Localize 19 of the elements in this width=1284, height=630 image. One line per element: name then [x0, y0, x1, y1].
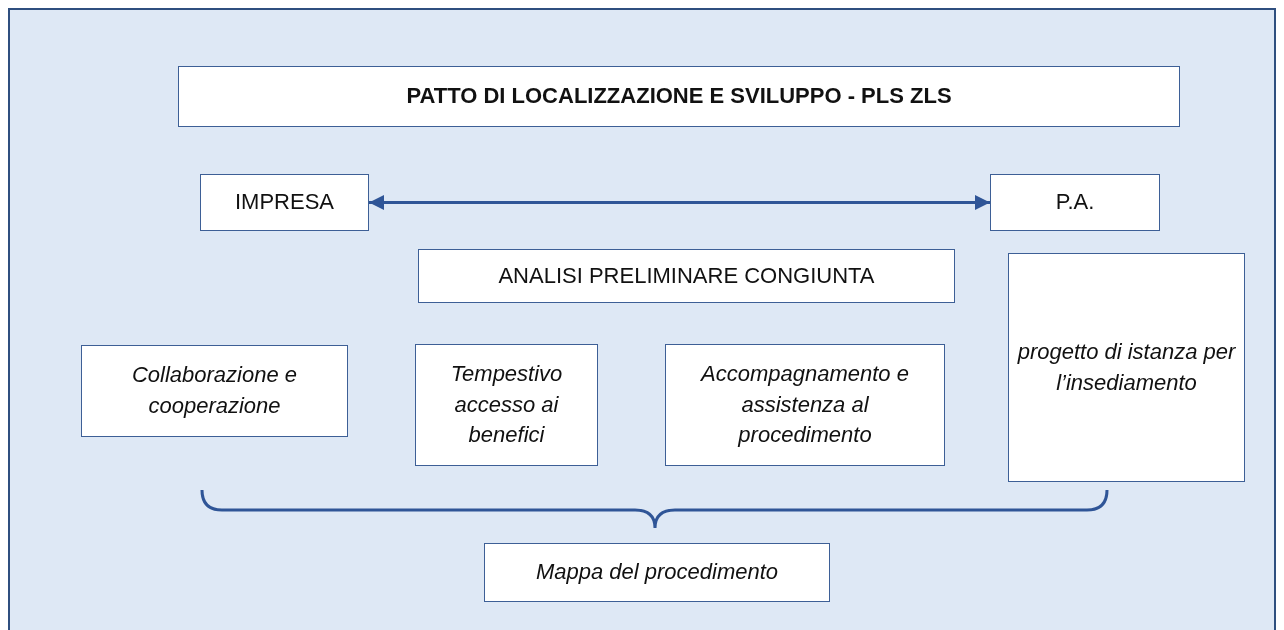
double-arrow — [369, 195, 990, 210]
entity-box — [990, 174, 1160, 231]
box-text: Collaborazione e cooperazione — [130, 361, 299, 420]
activity-box — [81, 345, 348, 437]
result-box — [484, 543, 830, 602]
box-text: IMPRESA — [234, 188, 335, 217]
box-text: progetto di istanza per l’insediamento — [1016, 337, 1237, 397]
box-text: Tempestivo accesso ai benefici — [449, 359, 564, 450]
entity-box — [200, 174, 369, 231]
box-text: Accompagnamento e assistenza al procedimento — [699, 359, 910, 450]
title-box — [178, 66, 1180, 127]
box-text: Mappa del procedimento — [534, 558, 780, 587]
box-text: P.A. — [1054, 188, 1096, 217]
box-text: PATTO DI LOCALIZZAZIONE E SVILUPPO - PLS ZLS — [405, 82, 953, 111]
document-box — [1008, 253, 1245, 482]
box-text: ANALISI PRELIMINARE CONGIUNTA — [497, 261, 876, 290]
activity-box — [415, 344, 598, 466]
phase-box — [418, 249, 955, 303]
activity-box — [665, 344, 945, 466]
